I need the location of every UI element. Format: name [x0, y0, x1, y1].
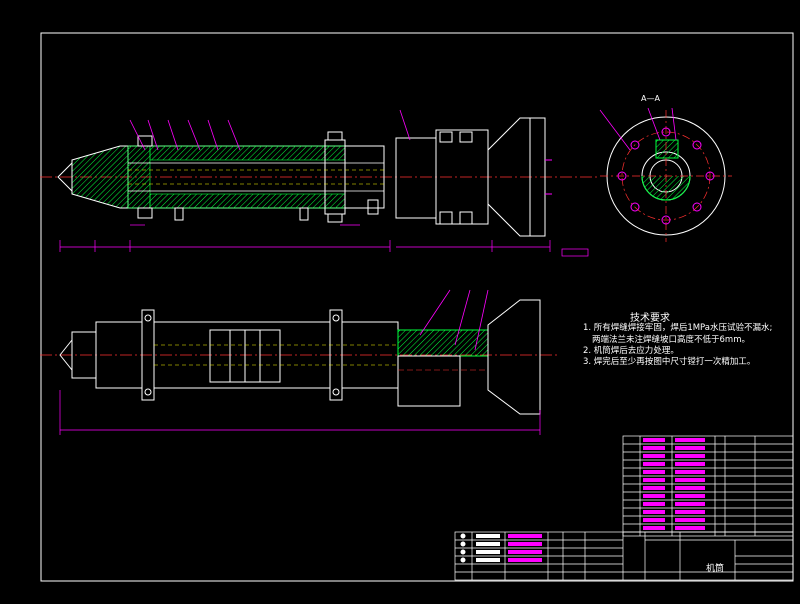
- feed-block-left: [395, 137, 437, 219]
- tech-req-line-2: 两端法兰未注焊缝坡口高度不低于6mm。: [592, 335, 750, 345]
- tech-req-title: 技术要求: [630, 313, 670, 324]
- barrel-exterior-view: [40, 289, 560, 435]
- flange-left-section: [127, 145, 151, 209]
- flange-section-view: A—A: [599, 94, 732, 242]
- barrel-wall-upper: [149, 145, 346, 161]
- sheet-border: [40, 32, 794, 582]
- tech-req-line-1: 1. 所有焊缝焊接牢固，焊后1MPa水压试验不漏水;: [583, 323, 773, 333]
- barrel-wall-lower: [149, 193, 346, 209]
- tech-req-line-4: 3. 焊完后至少再按图中尺寸镗打一次精加工。: [583, 357, 756, 367]
- barrel-section-view: [40, 109, 600, 257]
- parts-list: [454, 435, 794, 581]
- title-block-drawing-name: 机筒: [706, 564, 725, 574]
- nozzle-body: [71, 145, 129, 209]
- tech-req-line-3: 2. 机筒焊后去应力处理。: [583, 346, 679, 356]
- section-label: A—A: [641, 94, 660, 103]
